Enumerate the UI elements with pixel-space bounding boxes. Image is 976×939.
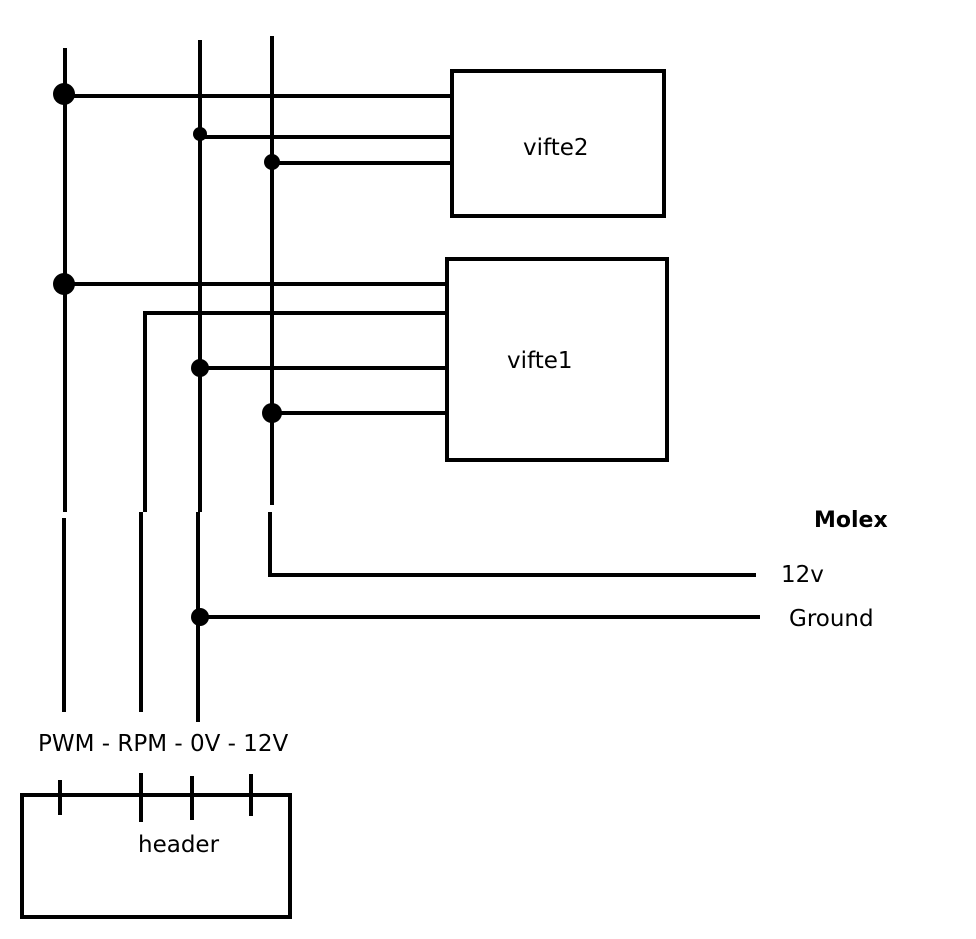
- fan1-label: vifte1: [507, 348, 573, 374]
- junction-dot: [191, 608, 209, 626]
- header-label: header: [138, 832, 220, 858]
- molex-12v-label: 12v: [781, 562, 824, 588]
- header-pins-label: PWM - RPM - 0V - 12V: [38, 731, 289, 757]
- rpm-wire: [143, 311, 445, 512]
- junction-dot: [191, 359, 209, 377]
- fan2-box: [450, 69, 666, 218]
- junction-dot: [262, 403, 282, 423]
- junction-dot: [53, 83, 75, 105]
- molex-12v-wire: [268, 512, 756, 577]
- header-box: [20, 793, 292, 919]
- fan2-label: vifte2: [523, 135, 589, 161]
- molex-ground-label: Ground: [789, 606, 874, 632]
- junction-dot: [53, 273, 75, 295]
- molex-title: Molex: [814, 508, 888, 533]
- junction-dot: [193, 127, 207, 141]
- fan1-box: [445, 257, 669, 462]
- junction-dot: [264, 154, 280, 170]
